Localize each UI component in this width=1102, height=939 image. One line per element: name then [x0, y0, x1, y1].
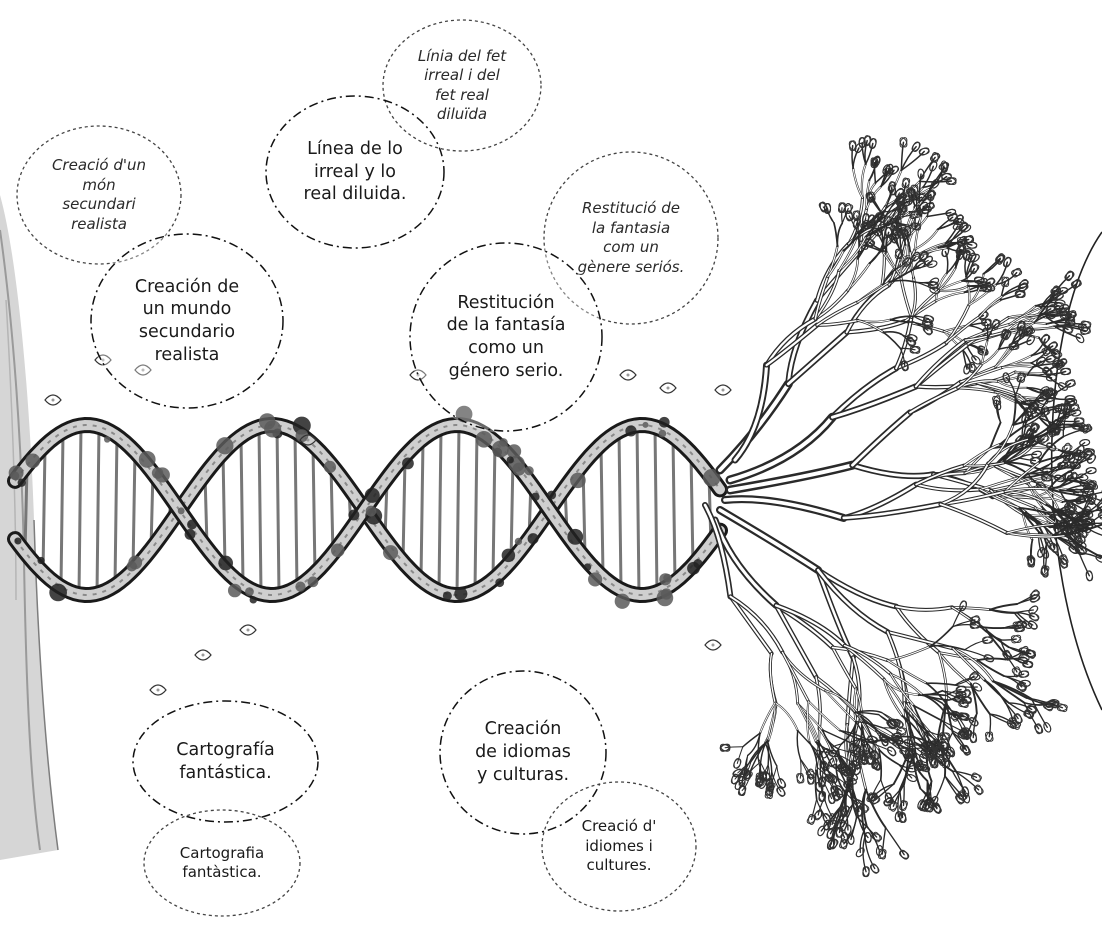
- bubble-text: Cartografía fantástica.: [176, 739, 274, 785]
- bubble-text: Creación de idiomas y culturas.: [475, 718, 571, 786]
- bubble-es-secondary-world: Creación de un mundo secundario realista: [89, 232, 285, 410]
- bubble-es-diluted-line: Línea de lo irreal y lo real diluida.: [264, 94, 446, 250]
- bubble-text: Restitución de la fantasía como un géner…: [447, 292, 566, 383]
- tree-trunk: [0, 195, 58, 860]
- bubble-es-fantasy-genre: Restitución de la fantasía como un géner…: [408, 241, 604, 433]
- scattered-leaves: [45, 355, 731, 695]
- right-arc: [1052, 232, 1102, 710]
- bubble-ca-cartography: Cartografia fantàstica.: [142, 808, 302, 918]
- bubble-text: Creació d'un món secundari realista: [52, 156, 146, 234]
- branching-tree: [705, 135, 1102, 878]
- bubble-text: Creación de un mundo secundario realista: [135, 276, 239, 367]
- bubble-text: Cartografia fantàstica.: [180, 844, 264, 883]
- bubble-text: Línea de lo irreal y lo real diluida.: [304, 138, 407, 206]
- bubble-text: Restitució de la fantasia com un gènere …: [578, 199, 685, 277]
- bubble-ca-languages: Creació d' idiomes i cultures.: [540, 780, 698, 913]
- bubble-text: Creació d' idiomes i cultures.: [582, 817, 657, 876]
- dna-helix: [9, 406, 721, 609]
- bubble-es-cartography: Cartografía fantástica.: [131, 699, 320, 824]
